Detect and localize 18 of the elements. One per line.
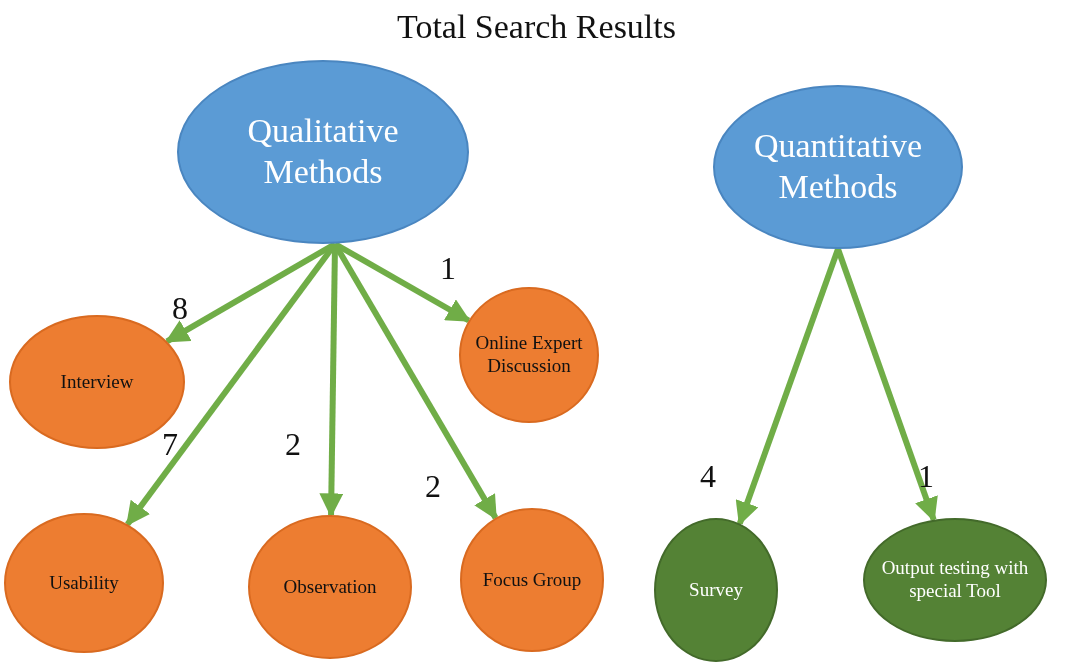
edge-label: 1 [918,460,934,492]
diagram-title: Total Search Results [396,8,677,46]
node-label: Usability [48,571,120,595]
node-label: Qualitative Methods [246,111,400,192]
node-label: Interview [59,370,135,394]
node-label: Survey [688,578,744,602]
edge-label: 7 [162,428,178,460]
arrow [735,248,841,526]
node-label: Online Expert Discussion [474,332,584,378]
node-label: Quantitative Methods [752,126,924,207]
edge-label: 2 [425,470,441,502]
edge-label: 1 [440,252,456,284]
edge-label: 8 [172,292,188,324]
edge-label: 2 [285,428,301,460]
edge-label: 4 [700,460,716,492]
node-label: Observation [282,575,378,599]
node-label: Output testing with special Tool [880,557,1030,603]
node-label: Focus Group [481,568,583,592]
